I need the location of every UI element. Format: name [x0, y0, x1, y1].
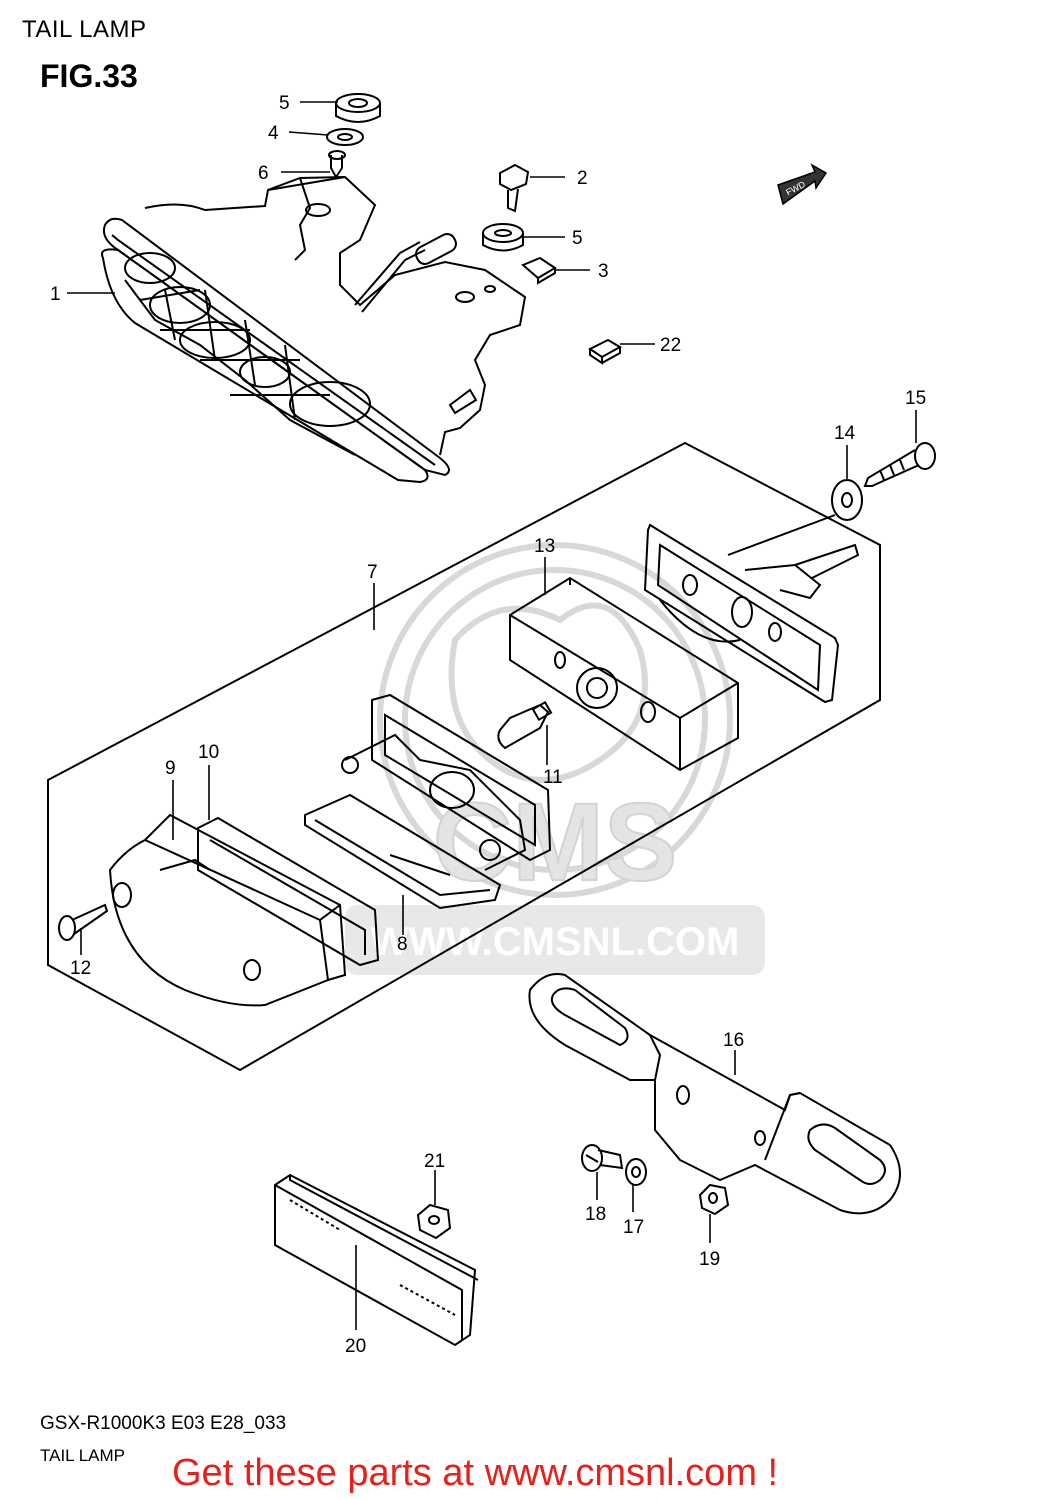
clip-nut-3: [521, 256, 557, 285]
washer-4: [326, 128, 364, 146]
frame-8: [304, 793, 502, 910]
screw-18: [581, 1144, 624, 1172]
bolt-2: [499, 163, 530, 213]
callout-12: 12: [70, 958, 91, 979]
screw-15: [863, 442, 936, 487]
leader-lines: [67, 101, 917, 1330]
callout-14: 14: [834, 423, 856, 444]
callout-20: 20: [345, 1336, 366, 1357]
callout-16: 16: [723, 1030, 744, 1051]
callout-4: 4: [268, 123, 279, 144]
callout-21: 21: [424, 1151, 445, 1172]
watermark-logo: CMS WWW.CMSNL.COM: [345, 542, 765, 975]
gasket-10: [197, 816, 380, 967]
callout-13: 13: [534, 536, 555, 557]
license-bracket-16: [528, 973, 901, 1215]
callout-labels: 5 4 6 1 2 5 3 22 14 15 13 7 11 10 9 8 12…: [50, 93, 926, 1357]
callout-5-mid: 5: [572, 228, 583, 249]
callout-22: 22: [660, 335, 681, 356]
bulb-11: [497, 700, 553, 750]
promo-link[interactable]: Get these parts at www.cmsnl.com !: [172, 1452, 779, 1494]
callout-18: 18: [585, 1204, 606, 1225]
nut-19: [698, 1183, 730, 1216]
license-lamp-assembly-frame: [47, 441, 881, 1072]
lamp-socket-13: [509, 576, 739, 772]
page-title: TAIL LAMP: [22, 16, 147, 43]
grommet-5-top: [335, 93, 381, 123]
grommet-5-mid: [482, 223, 524, 252]
figure-label: FIG.33: [40, 58, 138, 94]
bulb-holder-plate: [341, 693, 552, 871]
callout-3: 3: [598, 261, 609, 282]
callout-2: 2: [577, 168, 588, 189]
callout-9: 9: [165, 758, 176, 779]
screw-6: [328, 150, 346, 179]
nut-21: [416, 1203, 452, 1240]
tail-lamp-housing: [101, 175, 527, 484]
lens-9: [108, 813, 347, 1007]
callout-7: 7: [367, 562, 378, 583]
rear-bracket-plate: [643, 514, 860, 704]
callout-1: 1: [50, 284, 61, 305]
callout-11: 11: [543, 767, 563, 788]
callout-17: 17: [623, 1217, 644, 1238]
reflector-20: [274, 1173, 479, 1347]
callout-8: 8: [397, 934, 408, 955]
callout-15: 15: [905, 388, 926, 409]
callout-5-top: 5: [279, 93, 290, 114]
washer-14: [831, 479, 863, 521]
pad-22: [588, 338, 623, 365]
diagram-name: TAIL LAMP: [40, 1446, 126, 1465]
washer-17: [625, 1158, 647, 1186]
callout-10: 10: [198, 742, 219, 763]
watermark-logo-text: CMS: [433, 781, 677, 904]
model-code: GSX-R1000K3 E03 E28_033: [40, 1413, 287, 1434]
watermark-url: WWW.CMSNL.COM: [371, 920, 740, 964]
callout-19: 19: [699, 1249, 720, 1270]
callout-6: 6: [258, 163, 269, 184]
screw-12: [58, 903, 109, 941]
fwd-arrow-icon: FWD: [777, 163, 828, 206]
